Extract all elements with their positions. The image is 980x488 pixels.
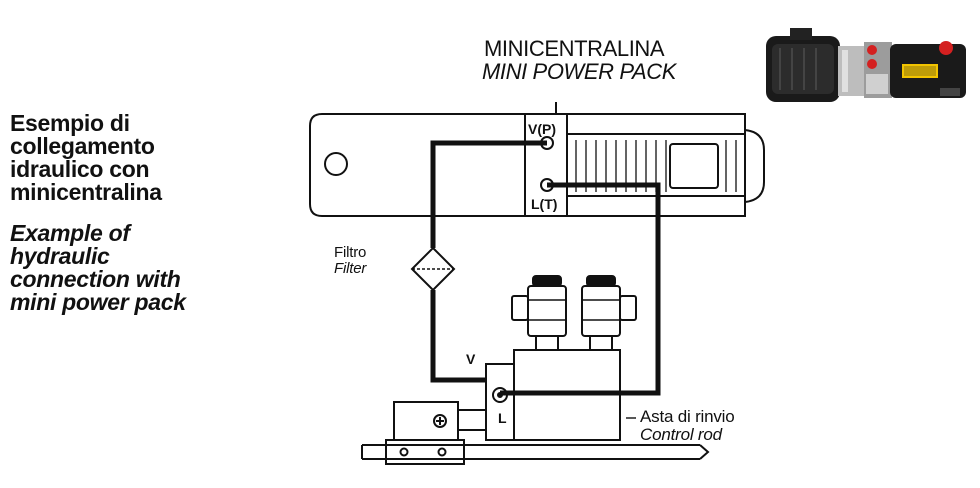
- valve-port-l-label: L: [498, 410, 507, 426]
- filter-label-english: Filter: [334, 260, 367, 277]
- power-pack-label-italian: MINICENTRALINA: [484, 36, 665, 61]
- control-rod-label-italian: Asta di rinvio: [640, 407, 735, 426]
- filter-label-italian: Filtro: [334, 244, 367, 261]
- port-pressure-label: V(P): [528, 121, 556, 137]
- title-italian: Esempio di collegamento idraulico con mi…: [10, 110, 162, 205]
- power-pack-photo: [766, 28, 966, 102]
- control-rod: [361, 444, 710, 460]
- title-english: Example of hydraulic connection with min…: [10, 220, 186, 315]
- solenoid-valve-right: [581, 275, 637, 351]
- control-rod-label-english: Control rod: [640, 425, 722, 444]
- description-block: Esempio di collegamento idraulico con mi…: [10, 112, 250, 314]
- filter-icon: [410, 246, 456, 292]
- actuator: [385, 401, 487, 465]
- valve-port-v-label: V: [466, 351, 476, 367]
- power-pack-label-english: MINI POWER PACK: [482, 59, 677, 84]
- solenoid-valve-left: [511, 275, 567, 351]
- port-tank-label: L(T): [531, 196, 558, 212]
